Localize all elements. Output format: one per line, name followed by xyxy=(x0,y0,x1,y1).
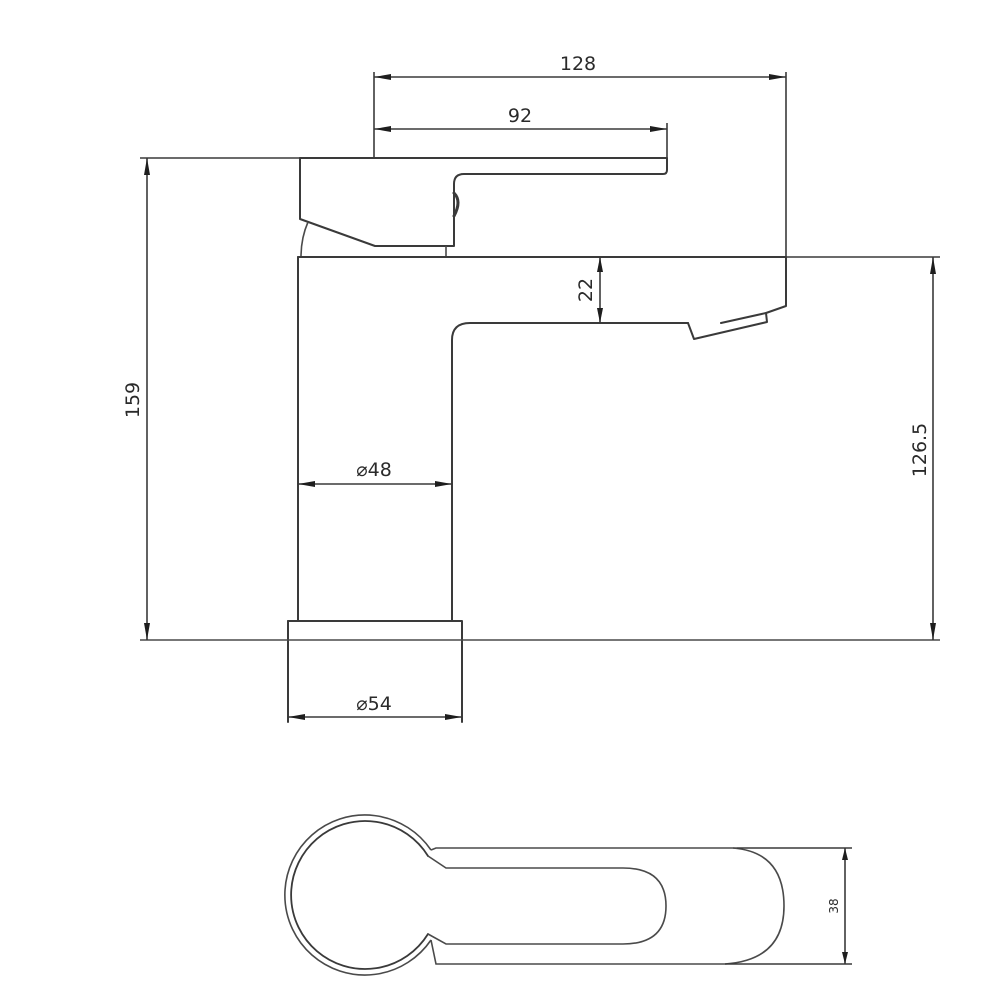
dim-label-38: 38 xyxy=(827,898,841,913)
dimension-92: 92 xyxy=(374,105,668,158)
tap-base xyxy=(287,620,463,723)
plan-view: 38 xyxy=(284,814,852,976)
dim-label-22: 22 xyxy=(575,278,597,302)
dim-label-126-5: 126.5 xyxy=(909,423,931,477)
dimension-126-5: 126.5 xyxy=(786,256,940,640)
dim-label-dia-48: ⌀48 xyxy=(356,459,392,481)
dimension-dia-54: ⌀54 xyxy=(288,693,462,720)
dimension-159: 159 xyxy=(122,157,300,640)
dimension-22: 22 xyxy=(575,257,603,323)
dim-label-128: 128 xyxy=(560,53,596,75)
dimension-dia-48: ⌀48 xyxy=(298,459,452,487)
dim-label-dia-54: ⌀54 xyxy=(356,693,392,715)
dim-label-159: 159 xyxy=(122,382,144,418)
dimension-38: 38 xyxy=(725,847,852,965)
tap-body xyxy=(297,256,787,622)
dim-label-92: 92 xyxy=(508,105,532,127)
side-elevation-view: 128 92 159 126.5 xyxy=(122,53,940,723)
dimension-128: 128 xyxy=(373,53,787,257)
lever-handle xyxy=(299,157,668,258)
